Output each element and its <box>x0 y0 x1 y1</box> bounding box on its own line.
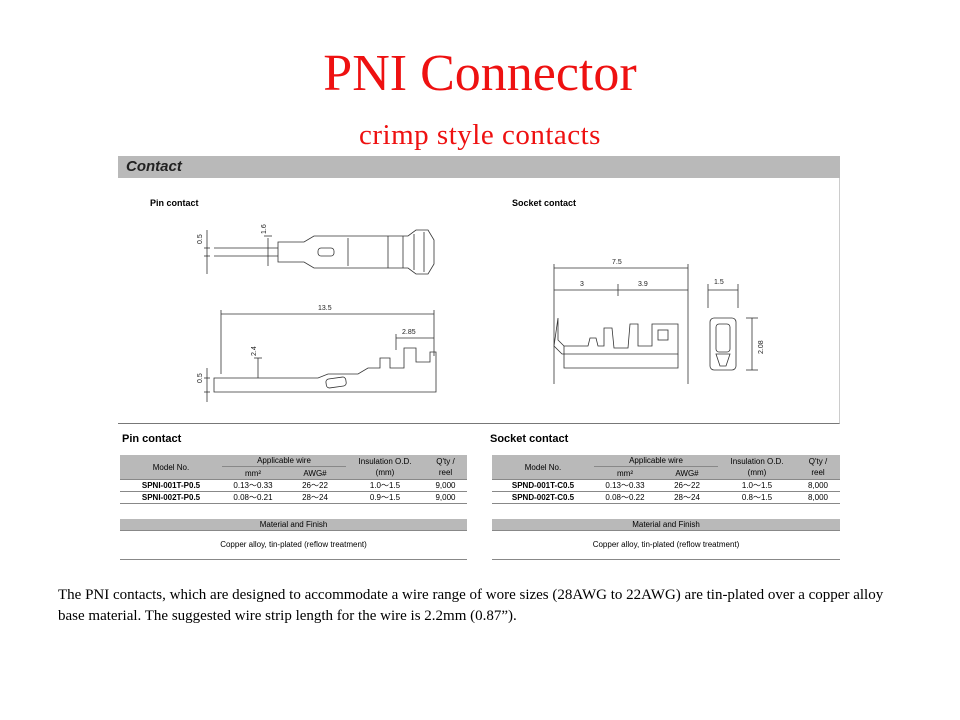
col-qty-unit: reel <box>811 468 825 477</box>
socket-table-title: Socket contact <box>490 433 569 445</box>
dim-sock-h: 2.08 <box>758 340 765 354</box>
page-title: PNI Connector <box>323 45 637 102</box>
material-value: Copper alloy, tin-plated (reflow treatme… <box>120 530 467 560</box>
cell-insulation: 0.9～1.5 <box>346 491 424 504</box>
page-subtitle: crimp style contacts <box>359 119 601 151</box>
dim-pin-height: 2.4 <box>251 346 258 356</box>
socket-front-view <box>707 284 758 371</box>
dim-sock-b: 3.9 <box>638 281 648 288</box>
socket-side-view <box>553 264 689 384</box>
col-model: Model No. <box>120 455 222 480</box>
col-insulation: Insulation O.D. (mm) <box>346 455 424 480</box>
col-mm2: mm² <box>594 466 656 480</box>
cell-model: SPNI-002T-P0.5 <box>120 491 222 504</box>
pin-table-title: Pin contact <box>122 433 182 445</box>
cell-mm2: 0.08～0.21 <box>222 491 284 504</box>
col-awg: AWG# <box>656 466 718 480</box>
table-row: SPND-001T-C0.5 0.13～0.33 26～22 1.0～1.5 8… <box>492 479 840 492</box>
col-insulation-unit: (mm) <box>375 468 395 477</box>
table-row: SPND-002T-C0.5 0.08～0.22 28～24 0.8～1.5 8… <box>492 491 840 504</box>
cell-awg: 28～24 <box>284 491 346 504</box>
col-insulation-label: Insulation O.D. <box>730 457 784 466</box>
col-wire: Applicable wire <box>594 455 718 468</box>
cell-insulation: 1.0～1.5 <box>346 479 424 492</box>
dim-pin-small-h: 1.6 <box>261 224 268 234</box>
col-qty-label: Q'ty / <box>436 457 455 466</box>
dim-pin-small-w: 0.5 <box>197 234 204 244</box>
cell-model: SPND-002T-C0.5 <box>492 491 594 504</box>
col-qty-label: Q'ty / <box>808 457 828 466</box>
cell-awg: 28～24 <box>656 491 718 504</box>
pin-drawing-label: Pin contact <box>150 198 199 208</box>
dim-pin-side-w: 0.5 <box>197 373 204 383</box>
dim-sock-length: 7.5 <box>612 259 622 266</box>
pin-spec-table: Model No. Applicable wire Insulation O.D… <box>120 455 467 504</box>
material-header: Material and Finish <box>492 519 840 531</box>
cell-insulation: 0.8～1.5 <box>718 491 796 504</box>
material-value: Copper alloy, tin-plated (reflow treatme… <box>492 530 840 560</box>
socket-spec-table: Model No. Applicable wire Insulation O.D… <box>492 455 840 504</box>
cell-mm2: 0.08～0.22 <box>594 491 656 504</box>
cell-insulation: 1.0～1.5 <box>718 479 796 492</box>
cell-mm2: 0.13～0.33 <box>222 479 284 492</box>
col-insulation-label: Insulation O.D. <box>358 457 412 466</box>
cell-awg: 26～22 <box>656 479 718 492</box>
material-header: Material and Finish <box>120 519 467 531</box>
pin-material-table: Material and Finish Copper alloy, tin-pl… <box>120 519 467 560</box>
contact-drawing-svg: 0.5 1.6 13.5 2.85 2.4 0.5 7.5 3 3.9 1.5 … <box>197 224 765 402</box>
dim-sock-w: 1.5 <box>714 279 724 286</box>
technical-drawing: Pin contact Socket contact <box>118 178 840 424</box>
col-insulation-unit: (mm) <box>747 468 767 477</box>
cell-model: SPNI-001T-P0.5 <box>120 479 222 492</box>
table-row: SPNI-001T-P0.5 0.13～0.33 26～22 1.0～1.5 9… <box>120 479 467 492</box>
cell-model: SPND-001T-C0.5 <box>492 479 594 492</box>
dim-pin-length: 13.5 <box>318 305 332 312</box>
cell-mm2: 0.13～0.33 <box>594 479 656 492</box>
socket-drawing-label: Socket contact <box>512 198 577 208</box>
cell-qty: 8,000 <box>796 479 840 492</box>
pin-top-view <box>204 229 435 275</box>
dim-sock-a: 3 <box>580 281 584 288</box>
contact-section-header: Contact <box>118 156 840 178</box>
cell-awg: 26～22 <box>284 479 346 492</box>
pin-side-view <box>204 310 437 402</box>
col-qty: Q'ty / reel <box>796 455 840 480</box>
table-row: SPNI-002T-P0.5 0.08～0.21 28～24 0.9～1.5 9… <box>120 491 467 504</box>
col-model: Model No. <box>492 455 594 480</box>
socket-material-table: Material and Finish Copper alloy, tin-pl… <box>492 519 840 560</box>
col-qty-unit: reel <box>438 468 453 477</box>
col-insulation: Insulation O.D. (mm) <box>718 455 796 480</box>
col-awg: AWG# <box>284 466 346 480</box>
col-wire: Applicable wire <box>222 455 346 468</box>
dim-pin-crimp: 2.85 <box>402 329 416 336</box>
cell-qty: 9,000 <box>424 491 467 504</box>
col-mm2: mm² <box>222 466 284 480</box>
cell-qty: 9,000 <box>424 479 467 492</box>
cell-qty: 8,000 <box>796 491 840 504</box>
col-qty: Q'ty / reel <box>424 455 467 480</box>
description-text: The PNI contacts, which are designed to … <box>58 587 884 624</box>
